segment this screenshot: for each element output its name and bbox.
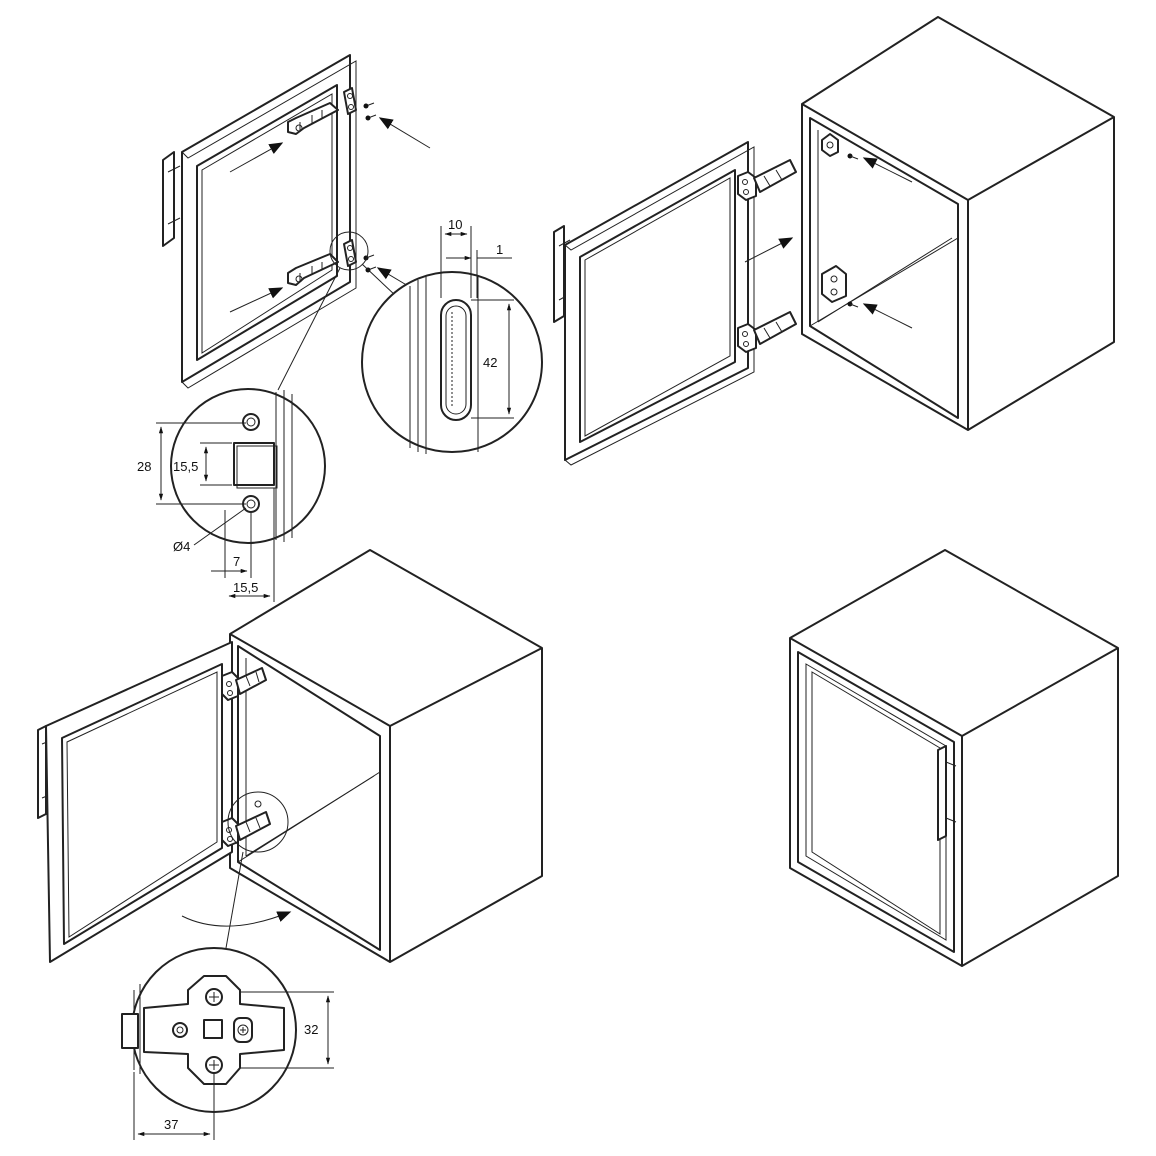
dim-hole-spacing: 28 xyxy=(137,459,151,474)
door-glass xyxy=(61,663,223,945)
arrow-close-door xyxy=(181,911,292,927)
hinge-upper xyxy=(221,667,267,701)
door-closed xyxy=(797,651,955,953)
arrow-screws-lower xyxy=(862,303,913,329)
door-frame xyxy=(564,141,749,461)
hinge-lower xyxy=(221,800,271,847)
detail-marker xyxy=(227,791,289,853)
arrow-hinge-lower xyxy=(229,287,284,313)
screws-lower xyxy=(363,254,377,273)
door-handle xyxy=(162,151,181,247)
arrow-screws-upper xyxy=(378,117,431,149)
step3-door-open xyxy=(37,549,543,963)
dim-hinge-cup-offset: 37 xyxy=(164,1117,178,1132)
detail-marker xyxy=(329,231,369,271)
detail-slot xyxy=(361,271,543,454)
dim-hole-offset: 7 xyxy=(233,554,240,569)
hinge-lower xyxy=(737,311,797,353)
dim-hole-diameter: Ø4 xyxy=(173,539,190,554)
cabinet xyxy=(801,16,1115,431)
dim-plate-offset: 15,5 xyxy=(233,580,258,595)
door-glass xyxy=(579,169,736,443)
dim-hinge-plate-width: 32 xyxy=(304,1022,318,1037)
door-handle xyxy=(937,745,957,841)
dim-slot-length: 42 xyxy=(483,355,497,370)
dim-slot-offset: 1 xyxy=(496,242,503,257)
step2-door-and-cabinet xyxy=(553,16,1115,466)
step4-cabinet-closed xyxy=(789,549,1119,967)
arrow-door-to-cabinet xyxy=(744,237,794,263)
dim-slot-width: 10 xyxy=(448,217,462,232)
dim-plate-height: 15,5 xyxy=(173,459,198,474)
cabinet xyxy=(229,549,543,963)
detail-hinge-plate xyxy=(121,947,297,1113)
dims-slot xyxy=(440,226,514,419)
arrow-screws-upper xyxy=(862,157,913,183)
door-open xyxy=(37,641,233,963)
door-glass xyxy=(196,84,338,361)
arrow-hinge-upper xyxy=(229,142,284,173)
dims-hinge-plate xyxy=(133,991,334,1140)
door-frame xyxy=(181,54,351,383)
hinge-lower xyxy=(287,239,357,286)
step1-door-with-hinges xyxy=(162,54,431,391)
door-handle xyxy=(37,725,47,819)
mounting-plate-upper xyxy=(821,133,839,157)
dimension-labels: 10 1 42 28 15,5 Ø4 7 15,5 32 37 xyxy=(137,217,503,1132)
screws-upper xyxy=(363,102,377,121)
door-frame xyxy=(45,641,233,963)
mounting-plate-lower xyxy=(821,265,847,303)
hinge-upper xyxy=(287,87,357,135)
dims-hole-positions xyxy=(156,422,275,602)
hinge-upper xyxy=(737,159,797,201)
screws-cabinet xyxy=(847,153,859,308)
